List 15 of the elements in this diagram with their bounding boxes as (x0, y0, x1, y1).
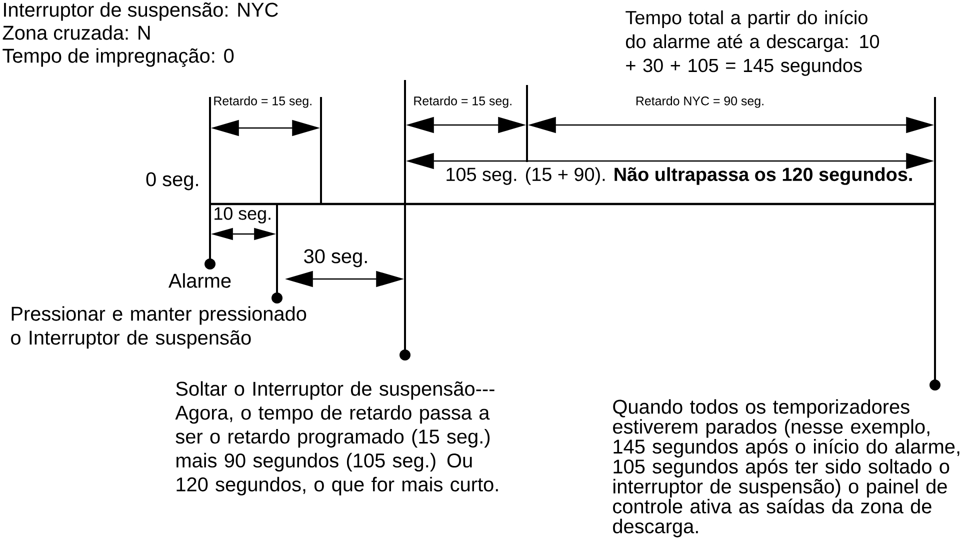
delay-label: Retardo = 15 seg. (214, 96, 312, 108)
setting-text: Tempo de impregnação: 0 (2, 48, 234, 67)
setting-text: Zona cruzada: N (2, 25, 150, 40)
time-label: 0 seg. (146, 172, 198, 190)
note-text: Tempo total a partir do início do alarme até a descarga: 10 + 30 + 105 = 145 segundos (626, 10, 880, 76)
duration-label: 105 seg. (15 + 90). Não ultrapassa os 120 segundos. (446, 167, 912, 185)
event-label: Alarme (168, 273, 231, 288)
setting-text: Interruptor de suspensão: NYC (4, 2, 278, 21)
duration-label: 30 seg. (304, 249, 367, 268)
delay-label: Retardo = 15 seg. (414, 96, 512, 108)
duration-label: 10 seg. (214, 207, 270, 224)
delay-label: Retardo NYC = 90 seg. (636, 96, 764, 108)
event-label: Soltar o Interruptor de suspensão--- Agora, o tempo de retardo passa a ser o retardo programado (15 seg.) mais 90 segundos (105 seg.) Ou 120 segundos, o que for mais curto. (175, 381, 498, 496)
event-label: Quando todos os temporizadores estiverem parados (nesse exemplo, 145 segundos após o início do alarme, 105 segundos após ter sido soltado o interruptor de suspensão) o painel de controle ativa as saídas da zona de descarga. (613, 399, 960, 538)
event-label: Pressionar e manter pressionado o Interruptor de suspensão (11, 306, 306, 349)
